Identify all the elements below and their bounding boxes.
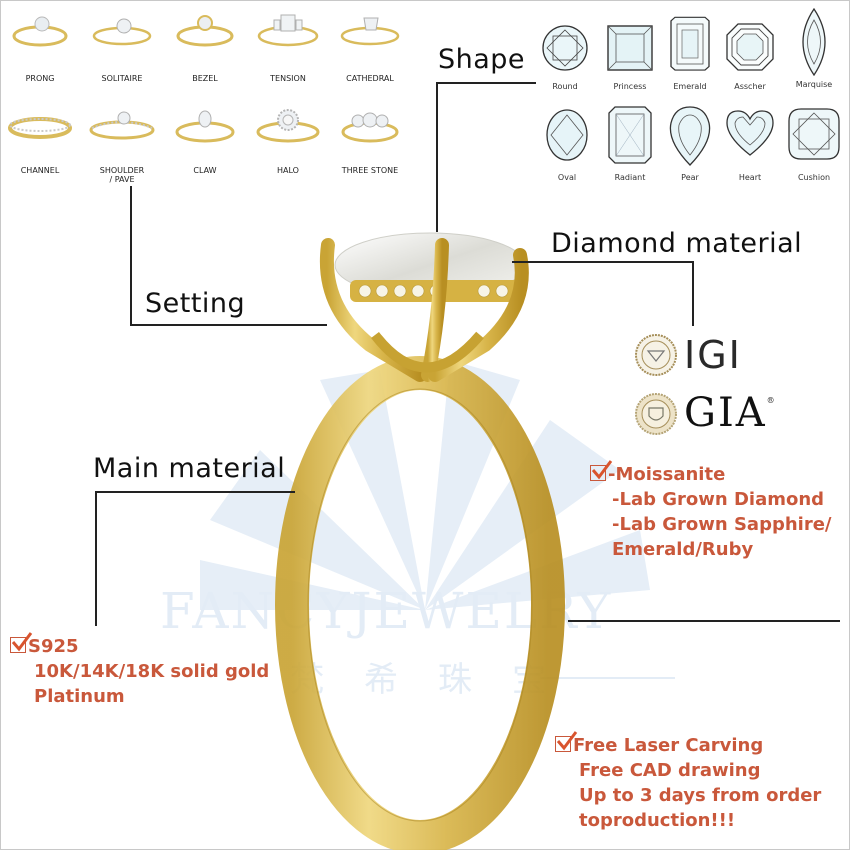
ring-bezel-icon <box>176 15 234 47</box>
callout-diamond-line-h <box>512 261 694 263</box>
shape-item-oval: Oval <box>537 103 597 182</box>
callout-setting: Setting <box>145 288 246 319</box>
shape-item-princess: Princess <box>600 12 660 91</box>
callout-shape: Shape <box>438 44 526 75</box>
callout-shape-line-h <box>436 82 536 84</box>
setting-item-halo: HALO <box>248 108 328 175</box>
metal-option-0: S925 <box>10 632 269 659</box>
services-list: Free Laser Carving Free CAD drawing Up t… <box>555 731 822 833</box>
heart-cut-icon <box>726 110 774 156</box>
ring-channel-icon <box>8 117 72 139</box>
pear-cut-icon <box>669 106 711 166</box>
ring-prong-icon <box>12 16 68 47</box>
setting-item-prong: PRONG <box>0 12 80 83</box>
service-0: Free Laser Carving <box>555 731 821 758</box>
callout-diamond-line-v <box>692 261 694 326</box>
ring-claw-icon <box>175 110 235 143</box>
service-1: Free CAD drawing <box>579 760 761 781</box>
ring-shoulder-pave-icon <box>89 111 155 140</box>
shape-item-radiant: Radiant <box>600 103 660 182</box>
asscher-cut-icon <box>726 23 774 71</box>
ring-tension-icon <box>257 14 319 47</box>
diamond-options-list: -Moissanite -Lab Grown Diamond -Lab Grow… <box>590 460 832 562</box>
watermark-line <box>540 677 675 679</box>
setting-item-shoulder-pave: SHOULDER / PAVE <box>82 108 162 184</box>
ring-solitaire-icon <box>92 18 152 46</box>
shape-item-heart: Heart <box>720 103 780 182</box>
callout-services-line <box>568 620 840 622</box>
setting-item-tension: TENSION <box>248 12 328 83</box>
round-cut-icon <box>542 25 588 71</box>
callout-main-line-v <box>95 491 97 626</box>
callout-setting-line-h <box>130 324 327 326</box>
setting-item-solitaire: SOLITAIRE <box>82 12 162 83</box>
callout-setting-line-v <box>130 186 132 326</box>
shape-item-pear: Pear <box>660 103 720 182</box>
checkbox-checked-icon <box>590 460 613 481</box>
setting-item-three-stone: THREE STONE <box>330 108 410 175</box>
setting-item-channel: CHANNEL <box>0 108 80 175</box>
callout-main-line-h <box>95 491 295 493</box>
igi-seal-icon <box>635 334 677 376</box>
diamond-option-0: -Moissanite <box>590 460 832 487</box>
setting-item-bezel: BEZEL <box>165 12 245 83</box>
diamond-option-3: Emerald/Ruby <box>612 539 754 560</box>
checkbox-checked-icon <box>10 632 33 653</box>
callout-diamond-material: Diamond material <box>551 228 803 259</box>
shape-item-marquise: Marquise <box>784 6 844 89</box>
registered-mark: ® <box>766 396 777 405</box>
cushion-cut-icon <box>788 108 840 160</box>
marquise-cut-icon <box>802 7 826 77</box>
shape-item-cushion: Cushion <box>784 103 844 182</box>
setting-item-cathedral: CATHEDRAL <box>330 12 410 83</box>
shape-item-asscher: Asscher <box>720 12 780 91</box>
ring-three-stone-icon <box>341 112 399 143</box>
ring-illustration <box>275 232 565 850</box>
metal-options-list: S925 10K/14K/18K solid gold Platinum <box>10 632 270 709</box>
setting-item-claw: CLAW <box>165 108 245 175</box>
oval-cut-icon <box>546 109 588 161</box>
diamond-option-2: -Lab Grown Sapphire/ <box>612 514 832 535</box>
shape-item-emerald: Emerald <box>660 12 720 91</box>
gia-seal-icon <box>635 393 677 435</box>
callout-main-material: Main material <box>93 453 286 484</box>
igi-logo-text: IGI <box>684 333 742 377</box>
metal-option-1: 10K/14K/18K solid gold <box>34 661 270 682</box>
diamond-option-1: -Lab Grown Diamond <box>612 489 825 510</box>
checkbox-checked-icon <box>555 731 578 752</box>
ring-cathedral-icon <box>340 17 400 46</box>
shape-item-round: Round <box>535 12 595 91</box>
callout-shape-line-v <box>436 82 438 232</box>
service-3: toproduction!!! <box>579 810 736 831</box>
ring-halo-icon <box>256 109 320 143</box>
princess-cut-icon <box>607 25 653 71</box>
service-2: Up to 3 days from order <box>579 785 822 806</box>
emerald-cut-icon <box>670 16 710 71</box>
gia-logo-text: GIA® <box>684 390 777 436</box>
metal-option-2: Platinum <box>34 686 125 707</box>
radiant-cut-icon <box>608 106 652 164</box>
watermark-chinese: 梵希珠宝 <box>290 660 586 700</box>
